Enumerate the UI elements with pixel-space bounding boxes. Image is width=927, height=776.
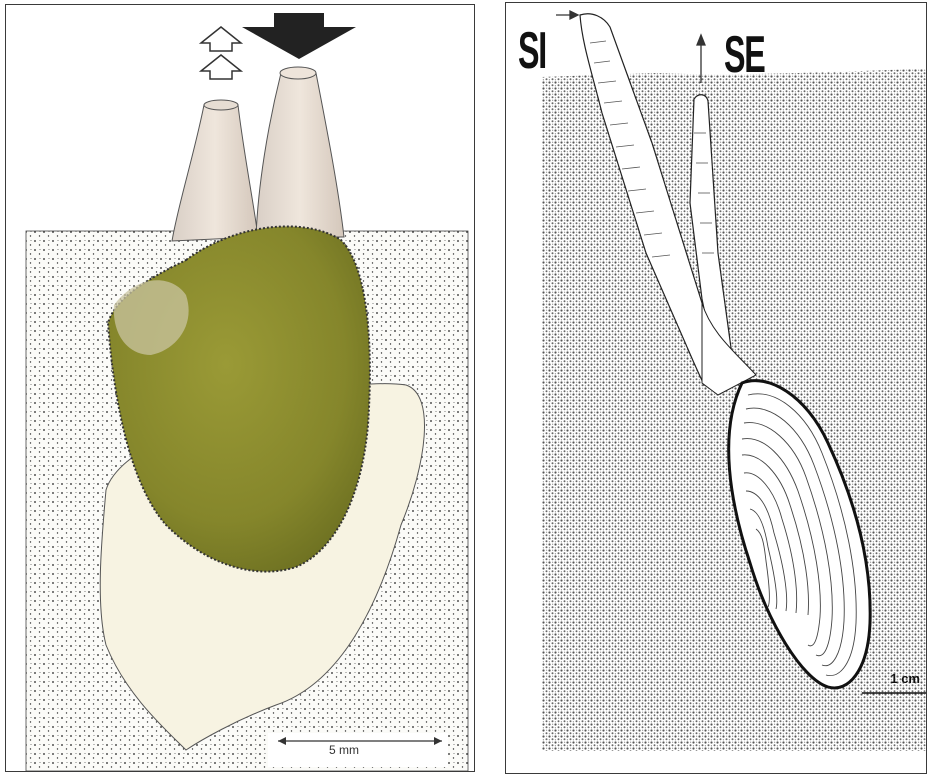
clam-diagram-right: SI SE 1 cm xyxy=(505,2,927,774)
label-se: SE xyxy=(724,25,765,85)
exhalant-arrow-icon xyxy=(242,13,356,59)
scale-label-left: 5 mm xyxy=(329,743,359,757)
clam-diagram-left: 5 mm xyxy=(5,4,475,772)
right-illustration xyxy=(506,3,927,774)
inhalant-siphon xyxy=(172,105,258,241)
inhalant-flow-arrow-icon xyxy=(556,11,578,19)
exhalant-siphon xyxy=(256,73,344,237)
inhalant-arrow-icon xyxy=(201,27,241,79)
label-si: SI xyxy=(518,21,546,81)
scale-label-right: 1 cm xyxy=(890,671,920,686)
left-illustration xyxy=(6,5,475,772)
